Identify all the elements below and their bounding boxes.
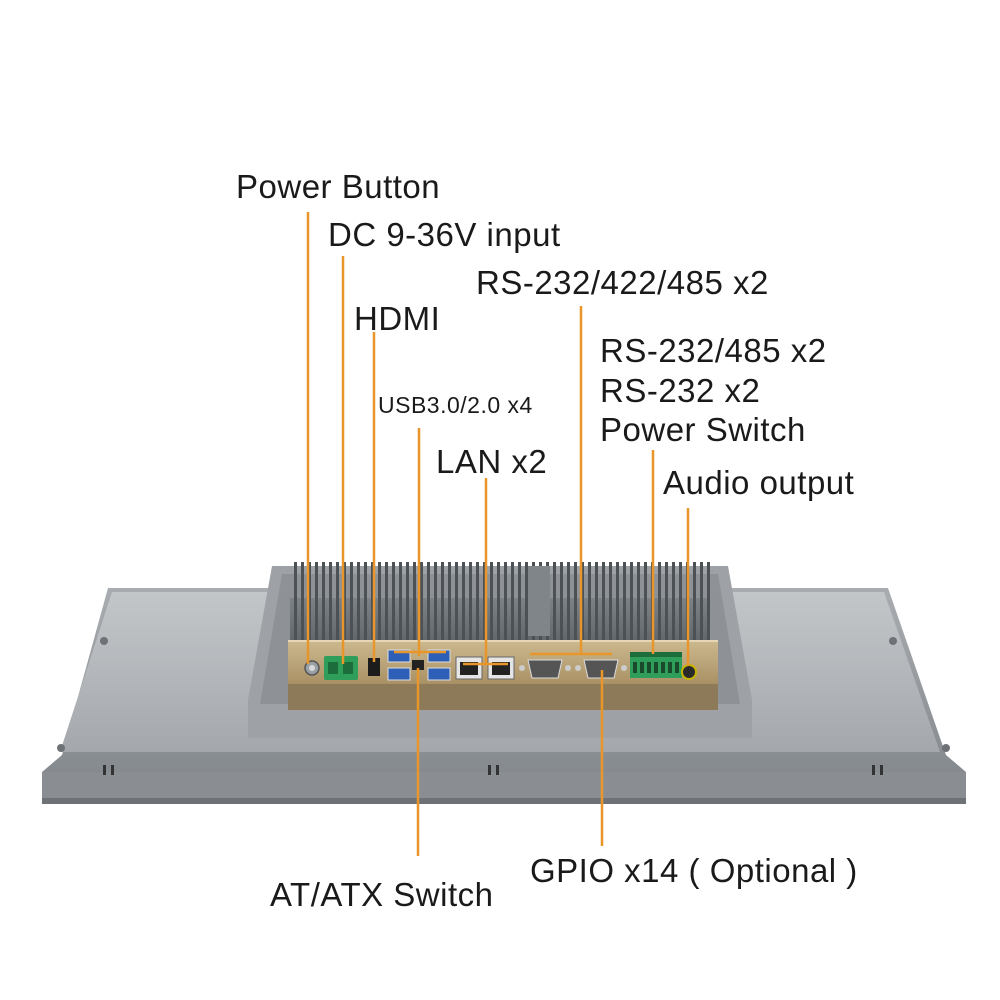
heatsink-fin [623, 562, 626, 642]
heatsink-fin [455, 562, 458, 642]
heatsink-fin [518, 562, 521, 642]
heatsink-fin [693, 562, 696, 642]
label-gpio: GPIO x14 ( Optional ) [530, 852, 858, 889]
label-dc-input: DC 9-36V input [328, 216, 561, 253]
heatsink-fin [497, 562, 500, 642]
label-lan: LAN x2 [436, 443, 548, 480]
heatsink-fin [399, 562, 402, 642]
heatsink-fin [371, 562, 374, 642]
heatsink-fin [329, 562, 332, 642]
heatsink-fin [378, 562, 381, 642]
heatsink-fin [665, 562, 668, 642]
serial-ports [519, 659, 627, 679]
heatsink-fin [644, 562, 647, 642]
heatsink-fin [616, 562, 619, 642]
heatsink-fin [427, 562, 430, 642]
heatsink-fin [511, 562, 514, 642]
power-button-port [304, 660, 320, 676]
heatsink-fin [525, 562, 528, 642]
heatsink-fin [658, 562, 661, 642]
label-rs232-485: RS-232/485 x2 [600, 332, 827, 369]
heatsink-fin [637, 562, 640, 642]
heatsink-fin [420, 562, 423, 642]
heatsink-fin [336, 562, 339, 642]
heatsink-fin [574, 562, 577, 642]
heatsink-fin [490, 562, 493, 642]
heatsink-fin [392, 562, 395, 642]
gpio-pin [675, 662, 679, 673]
audio-jack [681, 664, 697, 680]
gpio-pin [654, 662, 658, 673]
heatsink-fin [560, 562, 563, 642]
gpio-pin [640, 662, 644, 673]
heatsink-fin [364, 562, 367, 642]
hdmi-port [368, 658, 380, 676]
heatsink-fin [581, 562, 584, 642]
heatsink-fin [301, 562, 304, 642]
heatsink-fin [672, 562, 675, 642]
gpio-pin [661, 662, 665, 673]
heatsink-fin [462, 562, 465, 642]
heatsink-fin [700, 562, 703, 642]
heatsink-fin [567, 562, 570, 642]
heatsink-fin [413, 562, 416, 642]
heatsink-fin [343, 562, 346, 642]
at-atx-switch-port [412, 660, 424, 670]
gpio-terminal [630, 652, 682, 678]
leader-lines [306, 212, 690, 856]
heatsink-fin [476, 562, 479, 642]
gpio-pin [668, 662, 672, 673]
heatsink-fin [406, 562, 409, 642]
heatsink-fin [448, 562, 451, 642]
label-audio-output: Audio output [663, 464, 855, 501]
gpio-pin [647, 662, 651, 673]
heatsink [290, 562, 710, 646]
label-hdmi: HDMI [354, 300, 441, 337]
label-power-switch: Power Switch [600, 411, 806, 448]
heatsink-fin [707, 562, 710, 642]
heatsink-fin [553, 562, 556, 642]
label-rs232: RS-232 x2 [600, 372, 761, 409]
heatsink-fin [588, 562, 591, 642]
heatsink-fin [679, 562, 682, 642]
heatsink-fin [308, 562, 311, 642]
heatsink-fin [294, 562, 297, 642]
heatsink-fin [434, 562, 437, 642]
heatsink-fin [630, 562, 633, 642]
heatsink-fin [441, 562, 444, 642]
heatsink-fin [385, 562, 388, 642]
heatsink-fin [609, 562, 612, 642]
heatsink-fin [315, 562, 318, 642]
heatsink-fin [469, 562, 472, 642]
label-power-button: Power Button [236, 168, 441, 205]
label-usb: USB3.0/2.0 x4 [378, 392, 533, 418]
label-rs232-422-485: RS-232/422/485 x2 [476, 264, 769, 301]
heatsink-fin [322, 562, 325, 642]
label-at-atx-switch: AT/ATX Switch [270, 876, 494, 913]
gpio-pin [633, 662, 637, 673]
heatsink-fin [350, 562, 353, 642]
heatsink-fin [595, 562, 598, 642]
heatsink-fin [504, 562, 507, 642]
heatsink-fin [602, 562, 605, 642]
heatsink-fin [357, 562, 360, 642]
heatsink-fin [483, 562, 486, 642]
dc-input-port [324, 656, 358, 680]
mount-bracket [528, 566, 550, 636]
